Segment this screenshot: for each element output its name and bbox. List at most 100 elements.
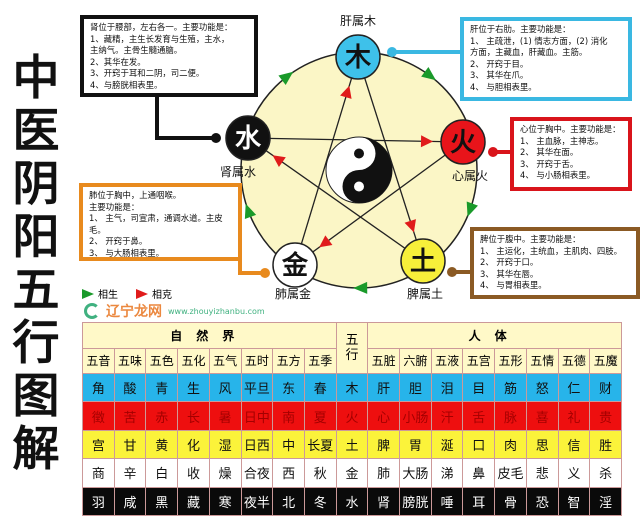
connector-dot xyxy=(260,268,270,278)
table-cell: 暑 xyxy=(208,401,242,431)
column-header: 五色 xyxy=(145,347,179,375)
table-cell: 日西 xyxy=(240,429,274,460)
table-row: 角酸青生风平旦东春木肝胆泪目筋怒仁财 xyxy=(82,373,622,403)
table-cell: 怒 xyxy=(525,373,559,403)
water-node: 水 xyxy=(225,115,271,161)
yin-yang-icon xyxy=(325,136,393,204)
column-header: 五气 xyxy=(208,347,242,375)
column-header-row: 五音五味五色五化五气五时五方五季五脏六腑五液五宫五形五情五德五魔 xyxy=(82,347,622,375)
table-cell: 日中 xyxy=(240,401,274,431)
metal-label: 肺属金 xyxy=(275,286,311,301)
table-cell: 甘 xyxy=(113,429,147,460)
table-cell: 舌 xyxy=(462,401,496,431)
restrain-arrow xyxy=(319,235,333,248)
table-cell: 夏 xyxy=(303,401,337,431)
restrain-arrow xyxy=(272,155,286,168)
table-cell: 中 xyxy=(272,429,305,460)
table-cell: 肉 xyxy=(494,429,527,460)
lung-info-box: 肺位于胸中，上通咽喉。 主要功能是： 1、 主气，司宣肃，通调水道。主皮毛。 2… xyxy=(79,183,242,261)
table-cell: 杀 xyxy=(589,458,622,488)
title-char: 中 xyxy=(12,51,60,106)
table-cell: 角 xyxy=(82,373,115,403)
body-header: 人体 xyxy=(367,322,622,349)
red-arrow-icon xyxy=(136,288,148,299)
wood-label: 肝属木 xyxy=(340,14,376,28)
column-header: 五形 xyxy=(494,347,527,375)
table-cell: 膀胱 xyxy=(399,486,432,517)
connector-line xyxy=(238,261,265,275)
wood-char: 木 xyxy=(344,43,371,73)
fire-char: 火 xyxy=(450,128,476,158)
table-row: 商辛白收燥合夜西秋金肺大肠涕鼻皮毛悲义杀 xyxy=(82,458,622,488)
table-cell: 骨 xyxy=(494,486,527,517)
title-char: 行 xyxy=(12,316,60,371)
title-char: 五 xyxy=(12,263,60,318)
table-cell: 辛 xyxy=(113,458,147,488)
table-cell: 胜 xyxy=(589,429,622,460)
legend-restrain: 相克 xyxy=(136,286,172,301)
table-cell: 礼 xyxy=(557,401,591,431)
table-cell: 口 xyxy=(462,429,496,460)
table-row: 宫甘黄化湿日西中长夏土脾胃涎口肉思信胜 xyxy=(82,429,622,460)
restrain-arrow xyxy=(420,135,434,148)
table-cell: 唾 xyxy=(430,486,464,517)
table-row: 徵苦赤长暑日中南夏火心小肠汗舌脉喜礼贵 xyxy=(82,401,622,431)
table-cell: 脾 xyxy=(367,429,401,460)
table-cell: 金 xyxy=(335,458,369,488)
table-cell: 长夏 xyxy=(303,429,337,460)
table-cell: 收 xyxy=(177,458,210,488)
restrain-arrow xyxy=(340,85,352,99)
generate-arrow xyxy=(353,281,368,294)
connector-line xyxy=(155,97,216,140)
water-char: 水 xyxy=(235,124,262,154)
table-cell: 肾 xyxy=(367,486,401,517)
table-cell: 肺 xyxy=(367,458,401,488)
table-cell: 悲 xyxy=(525,458,559,488)
table-cell: 宫 xyxy=(82,429,115,460)
table-cell: 春 xyxy=(303,373,337,403)
table-cell: 胃 xyxy=(399,429,432,460)
table-cell: 北 xyxy=(272,486,305,517)
table-cell: 淫 xyxy=(589,486,622,517)
table-cell: 西 xyxy=(272,458,305,488)
table-cell: 化 xyxy=(177,429,210,460)
table-cell: 目 xyxy=(462,373,496,403)
table-cell: 合夜 xyxy=(240,458,274,488)
column-header: 五化 xyxy=(177,347,210,375)
fire-node: 火 xyxy=(440,119,486,165)
table-cell: 涕 xyxy=(430,458,464,488)
title-char: 医 xyxy=(12,104,60,159)
table-cell: 黄 xyxy=(145,429,179,460)
table-cell: 恐 xyxy=(525,486,559,517)
heart-info-box: 心位于胸中。主要功能是： 1、 主血脉，主神志。 2、 其华在面。 3、 开窍于… xyxy=(510,117,632,191)
table-cell: 赤 xyxy=(145,401,179,431)
column-header: 六腑 xyxy=(399,347,432,375)
table-cell: 皮毛 xyxy=(494,458,527,488)
table-cell: 大肠 xyxy=(399,458,432,488)
table-cell: 平旦 xyxy=(240,373,274,403)
table-cell: 羽 xyxy=(82,486,115,517)
water-label: 肾属水 xyxy=(220,165,256,179)
table-cell: 藏 xyxy=(177,486,210,517)
table-cell: 义 xyxy=(557,458,591,488)
table-cell: 心 xyxy=(367,401,401,431)
table-cell: 黑 xyxy=(145,486,179,517)
metal-node: 金 xyxy=(272,242,318,288)
title-char: 阳 xyxy=(12,210,60,265)
fire-label: 心属火 xyxy=(452,169,488,183)
generate-arrow xyxy=(421,67,436,81)
table-cell: 汗 xyxy=(430,401,464,431)
connector-dot xyxy=(488,147,498,157)
table-cell: 胆 xyxy=(399,373,432,403)
spleen-info-box: 脾位于腹中。主要功能是： 1、 主运化，主统血，主肌肉、四肢。 2、 开窍于口。… xyxy=(470,227,640,299)
column-header: 五情 xyxy=(525,347,559,375)
table-cell: 火 xyxy=(335,401,369,431)
table-cell: 木 xyxy=(335,373,369,403)
table-cell: 贵 xyxy=(589,401,622,431)
column-header: 五时 xyxy=(240,347,274,375)
watermark-logo-icon xyxy=(84,303,100,319)
generate-arrow xyxy=(278,71,294,86)
table-cell: 鼻 xyxy=(462,458,496,488)
title-char: 图 xyxy=(12,369,60,424)
element-header-char: 五 xyxy=(345,333,359,349)
